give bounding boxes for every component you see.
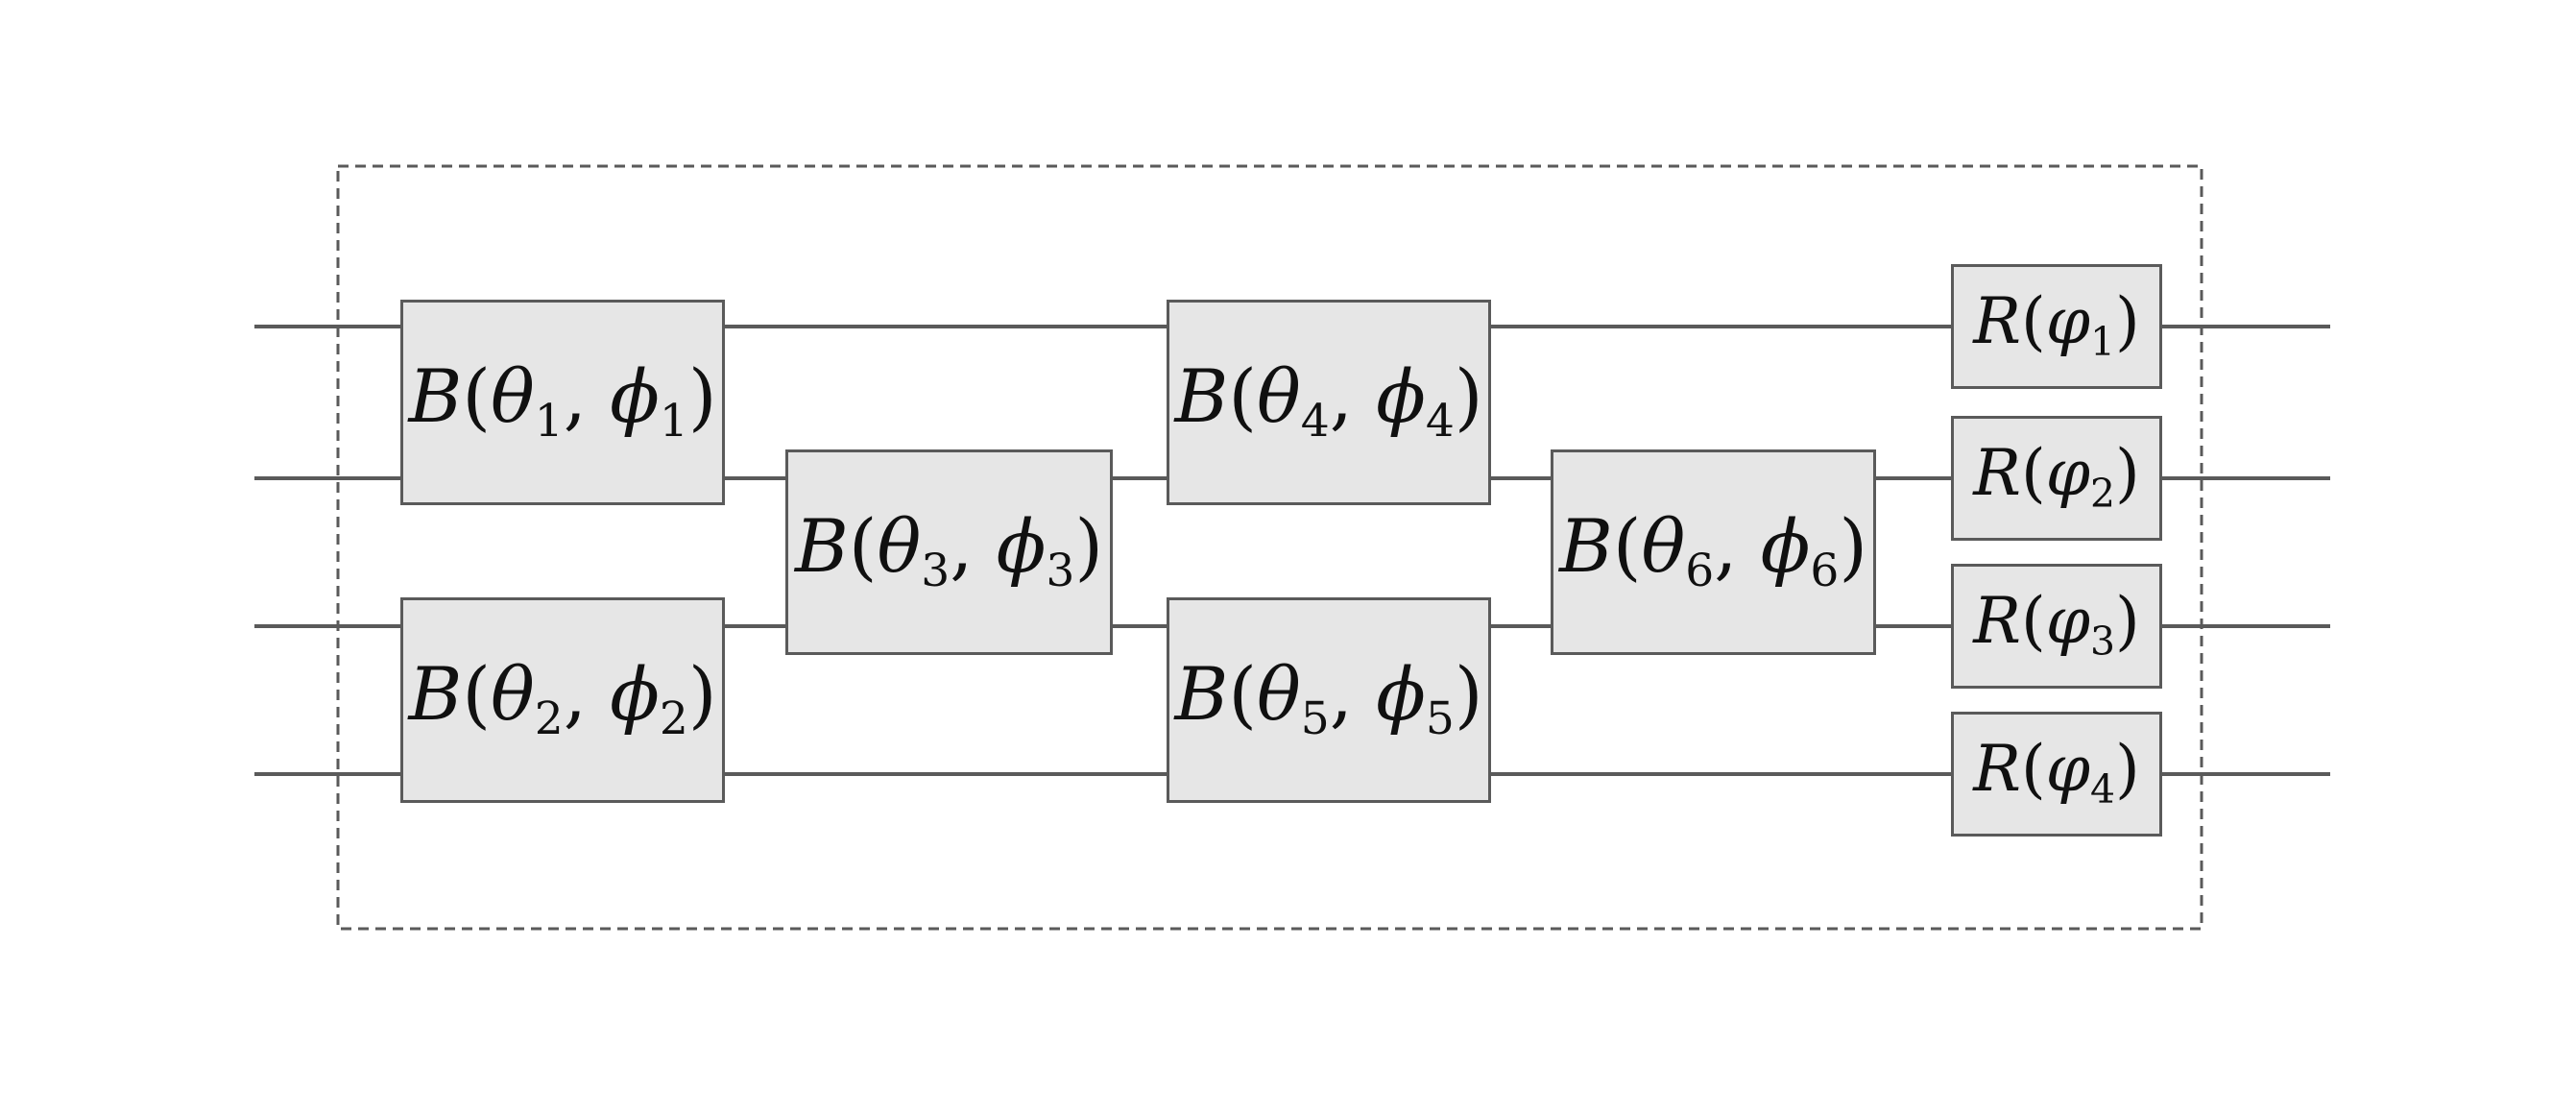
gate-rotation-r4: R(φ4) bbox=[1951, 712, 2162, 837]
theta-subscript: 3 bbox=[921, 545, 951, 598]
param-varphi: φ bbox=[2045, 584, 2090, 659]
paren-close: ) bbox=[687, 651, 717, 738]
gate-label: R(φ1) bbox=[1973, 290, 2139, 362]
param-theta: θ bbox=[1256, 353, 1301, 440]
comma: , bbox=[950, 503, 997, 590]
gate-label: R(φ3) bbox=[1973, 590, 2139, 662]
param-theta: θ bbox=[490, 651, 535, 738]
phi-subscript: 6 bbox=[1810, 545, 1840, 598]
gate-label: B(θ3, ϕ3) bbox=[795, 510, 1103, 594]
gate-letter: B bbox=[1174, 353, 1229, 440]
gate-label: B(θ6, ϕ6) bbox=[1559, 510, 1867, 594]
gate-rotation-r3: R(φ3) bbox=[1951, 564, 2162, 689]
paren-close: ) bbox=[1454, 651, 1483, 738]
paren-close: ) bbox=[2114, 732, 2140, 807]
gate-letter: B bbox=[408, 353, 463, 440]
gate-label: B(θ5, ϕ5) bbox=[1174, 658, 1482, 742]
paren-open: ( bbox=[2020, 584, 2046, 659]
paren-open: ( bbox=[462, 651, 491, 738]
param-varphi: φ bbox=[2045, 284, 2090, 359]
gate-label: B(θ4, ϕ4) bbox=[1174, 360, 1482, 445]
gate-letter: R bbox=[1973, 584, 2021, 659]
paren-close: ) bbox=[1839, 503, 1868, 590]
gate-beamsplitter-b2: B(θ2, ϕ2) bbox=[400, 597, 725, 803]
paren-close: ) bbox=[1074, 503, 1104, 590]
varphi-subscript: 3 bbox=[2089, 619, 2115, 666]
comma: , bbox=[1714, 503, 1761, 590]
paren-open: ( bbox=[462, 353, 491, 440]
param-theta: θ bbox=[490, 353, 535, 440]
gate-beamsplitter-b6: B(θ6, ϕ6) bbox=[1551, 449, 1876, 655]
param-theta: θ bbox=[1641, 503, 1686, 590]
varphi-subscript: 2 bbox=[2089, 471, 2115, 518]
phi-subscript: 1 bbox=[659, 395, 688, 449]
param-theta: θ bbox=[877, 503, 922, 590]
gate-beamsplitter-b5: B(θ5, ϕ5) bbox=[1167, 597, 1491, 803]
circuit-boundary bbox=[336, 164, 2203, 931]
theta-subscript: 4 bbox=[1300, 395, 1330, 449]
param-varphi: φ bbox=[2045, 732, 2090, 807]
paren-open: ( bbox=[1228, 651, 1257, 738]
phi-subscript: 2 bbox=[659, 692, 688, 746]
param-phi: ϕ bbox=[1376, 353, 1426, 440]
comma: , bbox=[563, 651, 611, 738]
gate-label: B(θ2, ϕ2) bbox=[408, 658, 716, 742]
phi-subscript: 4 bbox=[1425, 395, 1455, 449]
theta-subscript: 6 bbox=[1685, 545, 1715, 598]
paren-close: ) bbox=[687, 353, 717, 440]
gate-letter: R bbox=[1973, 436, 2021, 511]
paren-open: ( bbox=[1612, 503, 1642, 590]
gate-rotation-r2: R(φ2) bbox=[1951, 416, 2162, 541]
gate-rotation-r1: R(φ1) bbox=[1951, 264, 2162, 389]
gate-label: B(θ1, ϕ1) bbox=[408, 360, 716, 445]
varphi-subscript: 4 bbox=[2089, 766, 2115, 813]
gate-beamsplitter-b4: B(θ4, ϕ4) bbox=[1167, 300, 1491, 505]
gate-label: R(φ4) bbox=[1973, 738, 2139, 810]
gate-beamsplitter-b3: B(θ3, ϕ3) bbox=[785, 449, 1113, 655]
paren-open: ( bbox=[2020, 436, 2046, 511]
theta-subscript: 5 bbox=[1300, 692, 1330, 746]
gate-letter: B bbox=[1558, 503, 1613, 590]
comma: , bbox=[563, 353, 611, 440]
param-phi: ϕ bbox=[610, 651, 660, 738]
gate-letter: R bbox=[1973, 284, 2021, 359]
comma: , bbox=[1329, 353, 1377, 440]
gate-letter: B bbox=[408, 651, 463, 738]
param-phi: ϕ bbox=[610, 353, 660, 440]
gate-label: R(φ2) bbox=[1973, 442, 2139, 514]
varphi-subscript: 1 bbox=[2089, 319, 2115, 366]
gate-letter: B bbox=[794, 503, 849, 590]
param-theta: θ bbox=[1256, 651, 1301, 738]
param-phi: ϕ bbox=[1760, 503, 1811, 590]
paren-open: ( bbox=[2020, 284, 2046, 359]
paren-open: ( bbox=[848, 503, 878, 590]
phi-subscript: 5 bbox=[1425, 692, 1455, 746]
phi-subscript: 3 bbox=[1046, 545, 1075, 598]
paren-close: ) bbox=[2114, 436, 2140, 511]
paren-close: ) bbox=[2114, 584, 2140, 659]
theta-subscript: 2 bbox=[534, 692, 564, 746]
gate-beamsplitter-b1: B(θ1, ϕ1) bbox=[400, 300, 725, 505]
gate-letter: B bbox=[1174, 651, 1229, 738]
param-phi: ϕ bbox=[996, 503, 1047, 590]
theta-subscript: 1 bbox=[534, 395, 564, 449]
comma: , bbox=[1329, 651, 1377, 738]
param-varphi: φ bbox=[2045, 436, 2090, 511]
gate-letter: R bbox=[1973, 732, 2021, 807]
paren-close: ) bbox=[2114, 284, 2140, 359]
paren-open: ( bbox=[1228, 353, 1257, 440]
param-phi: ϕ bbox=[1376, 651, 1426, 738]
paren-open: ( bbox=[2020, 732, 2046, 807]
paren-close: ) bbox=[1454, 353, 1483, 440]
